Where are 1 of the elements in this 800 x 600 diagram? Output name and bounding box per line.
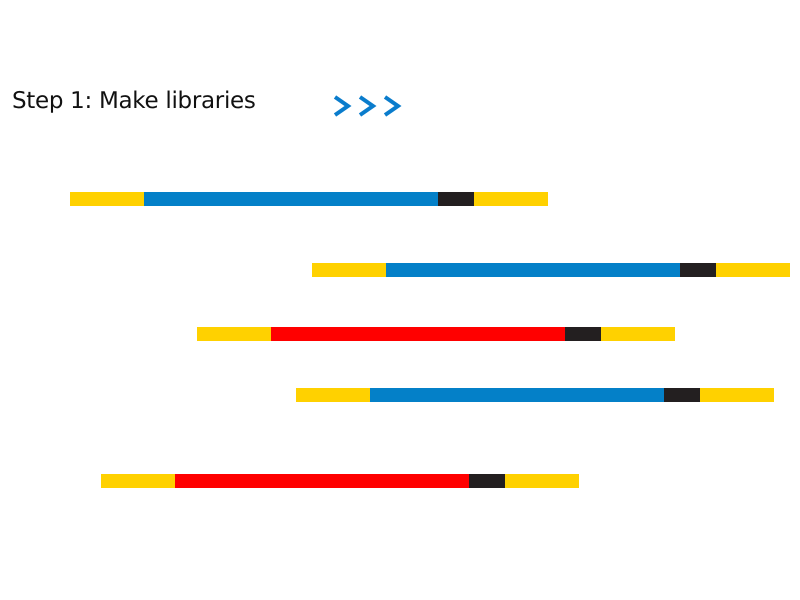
title: Step 1: Make libraries [12, 88, 256, 114]
